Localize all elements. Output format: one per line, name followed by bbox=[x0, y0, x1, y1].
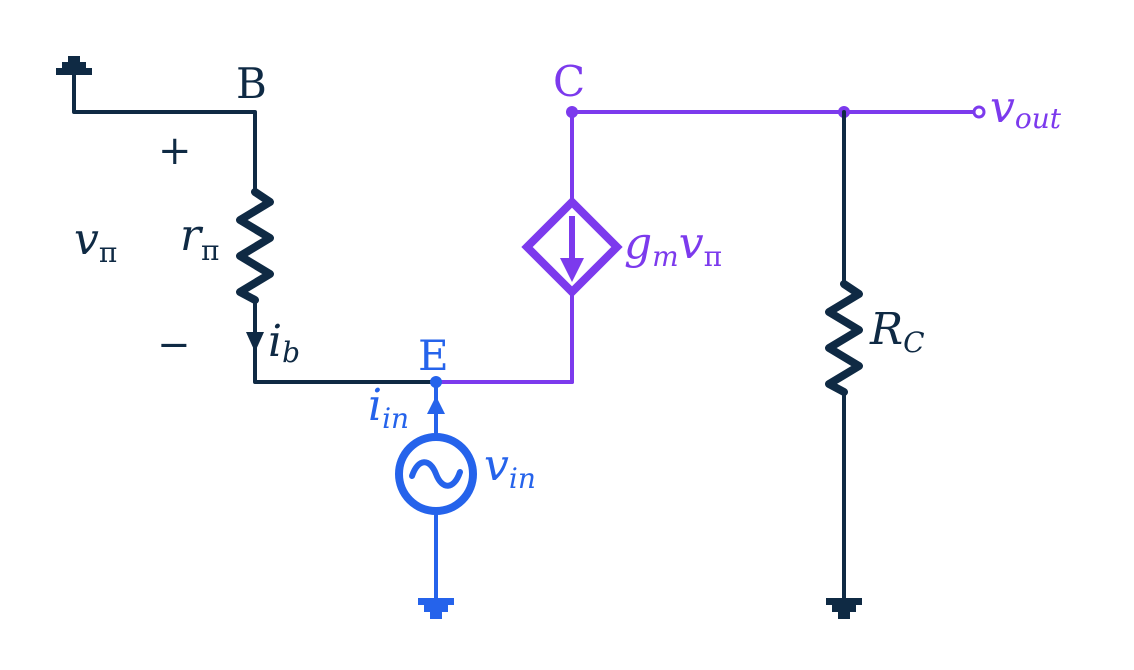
ac-voltage-source-icon bbox=[395, 433, 477, 515]
rc-resistor bbox=[825, 280, 863, 396]
node-c-label: C bbox=[553, 57, 585, 106]
r-pi-label: rπ bbox=[180, 210, 219, 267]
v-in-label: vin bbox=[484, 440, 536, 495]
node-c-dot bbox=[566, 106, 578, 118]
v-pi-label: vπ bbox=[74, 214, 117, 269]
r-pi-lower-wire bbox=[253, 298, 438, 384]
base-ground-wire bbox=[72, 70, 257, 194]
plus-sign: + bbox=[158, 128, 192, 174]
r-pi-resistor bbox=[236, 188, 274, 304]
node-b-label: B bbox=[236, 59, 267, 108]
iin-arrow-icon bbox=[427, 396, 445, 414]
collector-branch bbox=[434, 110, 977, 384]
v-out-label: vout bbox=[990, 82, 1062, 135]
gm-vpi-label: gmvπ bbox=[624, 218, 722, 273]
rc-label: RC bbox=[869, 304, 925, 359]
input-ground-icon bbox=[418, 598, 454, 619]
node-e-label: E bbox=[418, 331, 449, 380]
vout-terminal[interactable] bbox=[972, 105, 986, 119]
ib-arrow-icon bbox=[246, 332, 264, 352]
minus-sign: − bbox=[157, 322, 191, 368]
rc-ground-icon bbox=[826, 598, 862, 619]
base-branch bbox=[72, 70, 438, 384]
dependent-current-source-icon bbox=[521, 196, 623, 298]
node-e-dot bbox=[430, 376, 442, 388]
i-in-label: iin bbox=[368, 380, 409, 435]
i-b-label: ib bbox=[268, 316, 300, 369]
rc-branch bbox=[825, 110, 863, 602]
base-ground-icon bbox=[56, 56, 92, 75]
